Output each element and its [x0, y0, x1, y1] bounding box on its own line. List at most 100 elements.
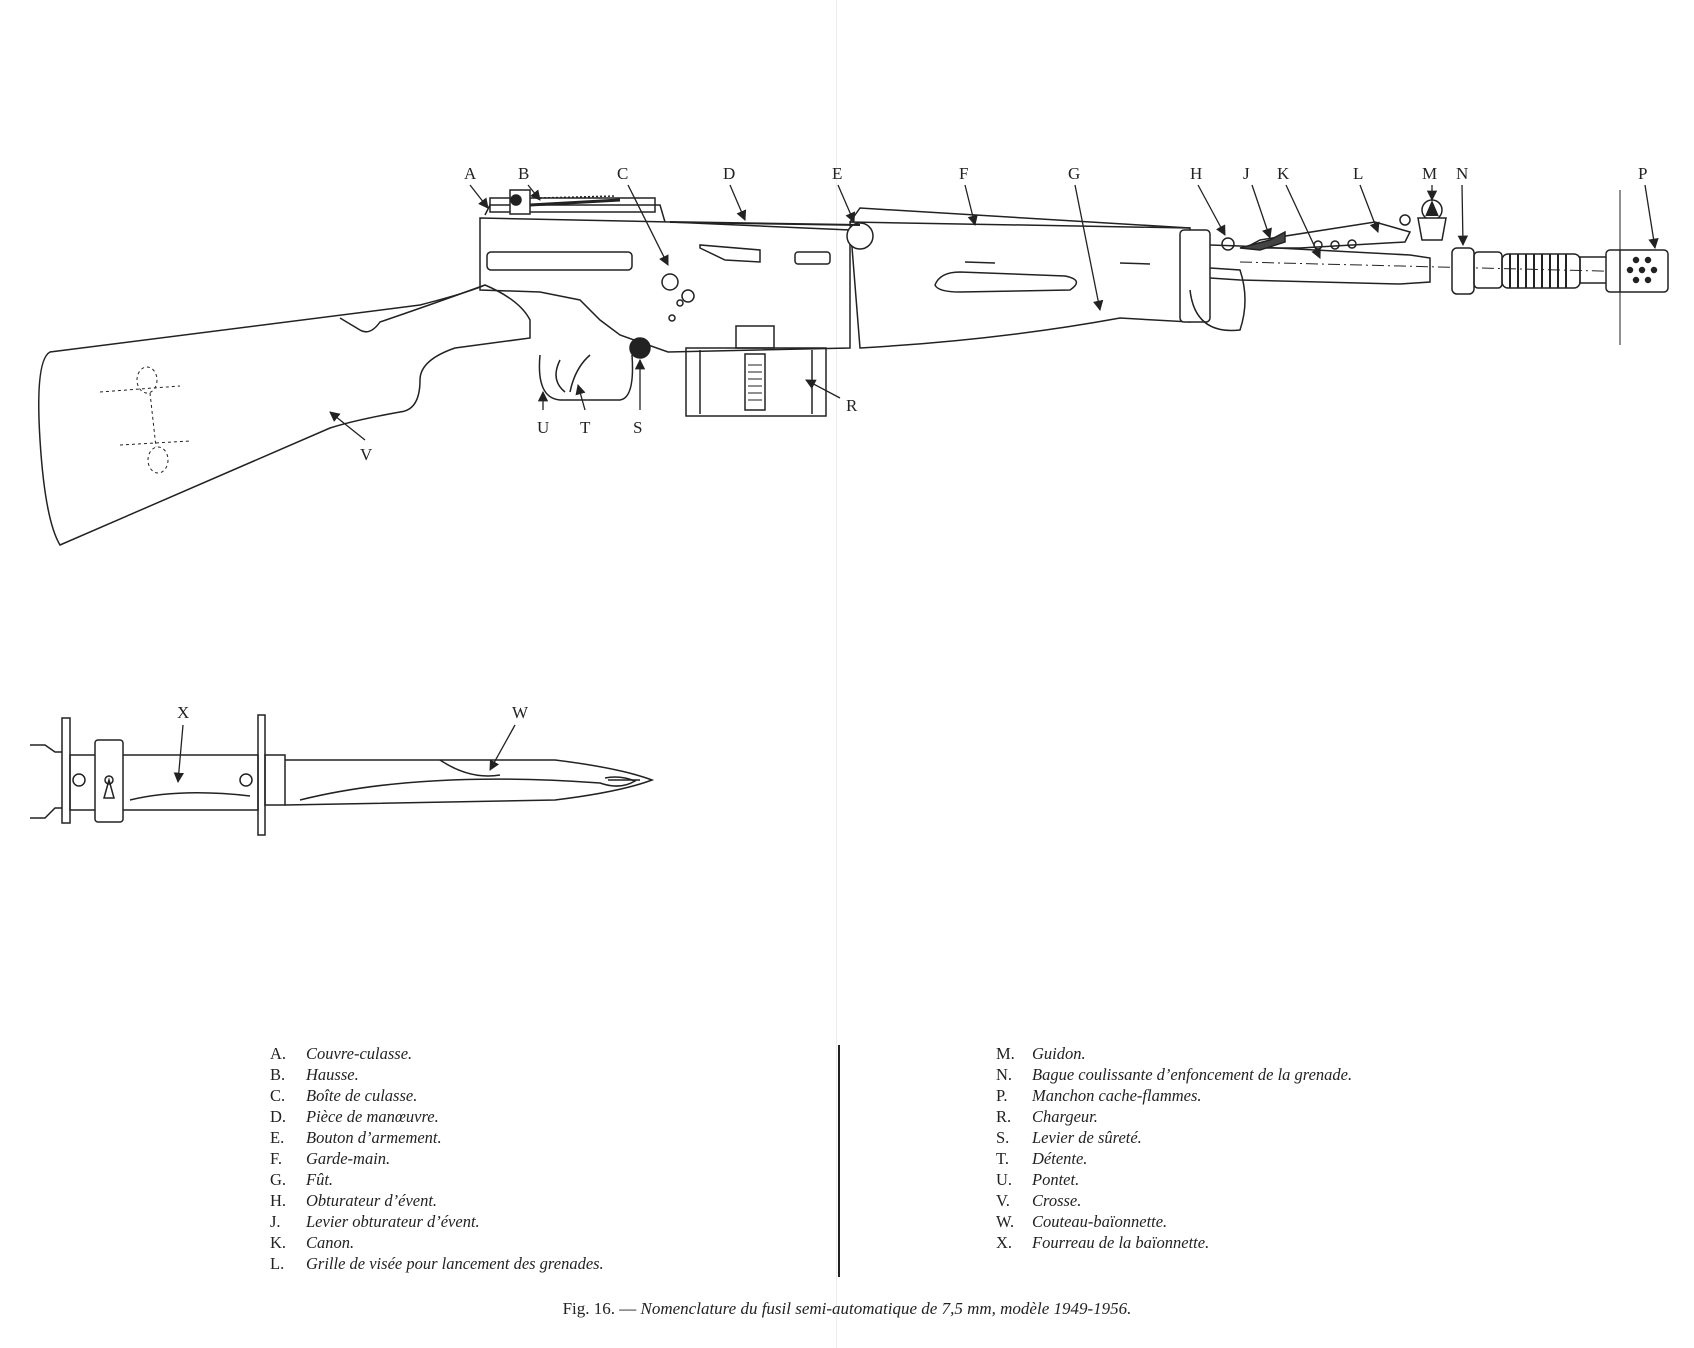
legend-item-M: M.Guidon. — [996, 1043, 1556, 1064]
legend-text: Pontet. — [1032, 1170, 1080, 1189]
legend-key: V. — [996, 1191, 1010, 1210]
legend-item-K: K. Canon. — [270, 1232, 790, 1253]
legend-text: Crosse. — [1032, 1191, 1082, 1210]
label-X: X — [177, 703, 189, 722]
legend-text: Boîte de culasse. — [306, 1086, 418, 1105]
fore-end-mark-2 — [1119, 262, 1151, 265]
legend-text: Détente. — [1032, 1149, 1088, 1168]
handguard — [849, 221, 1191, 349]
front-sight — [1417, 199, 1447, 241]
receiver-hole-1 — [661, 273, 679, 291]
legend-text: Couvre-culasse. — [306, 1044, 413, 1063]
stock — [38, 284, 531, 546]
fore-end-mark-1 — [964, 261, 996, 264]
legend-item-L: L. Grille de visée pour lancement des gre… — [270, 1253, 790, 1274]
scabbard-screw-2 — [239, 773, 253, 787]
receiver-hole-4 — [676, 299, 684, 307]
legend-text: Manchon cache-flammes. — [1032, 1086, 1202, 1105]
grenade-sight-pivot — [1399, 214, 1411, 226]
legend-item-R: R.Chargeur. — [996, 1106, 1556, 1127]
receiver-window — [486, 251, 633, 271]
label-T: T — [580, 418, 591, 437]
legend-item-G: G. Fût. — [270, 1169, 790, 1190]
label-E: E — [832, 164, 842, 183]
grenade-sight-hole-2 — [1330, 240, 1340, 250]
legend-key: L. — [270, 1254, 285, 1273]
legend-item-U: U. Pontet. — [996, 1169, 1556, 1190]
legend-text: Obturateur d’évent. — [306, 1191, 438, 1210]
blade-bevel — [439, 759, 501, 777]
label-P: P — [1638, 164, 1647, 183]
legend-text: Levier de sûreté. — [1032, 1128, 1142, 1147]
scabbard-keyhole — [103, 777, 115, 799]
legend-key: A. — [270, 1044, 287, 1063]
label-L: L — [1353, 164, 1363, 183]
scabbard-front-plate — [61, 717, 71, 824]
legend-text: Grille de visée pour lancement des grena… — [306, 1254, 604, 1273]
legend-key: K. — [270, 1233, 287, 1252]
legend-left: A.Couvre-culasse. B.Hausse. C.Boîte de c… — [270, 1043, 790, 1274]
legend-item-P: P. Manchon cache-flammes. — [996, 1085, 1556, 1106]
legend-key: E. — [270, 1128, 285, 1147]
legend-text: Bouton d’armement. — [306, 1128, 442, 1147]
legend-text: Chargeur. — [1032, 1107, 1098, 1126]
caption-title: Nomenclature du fusil semi-automatique d… — [640, 1299, 1132, 1318]
label-J: J — [1243, 164, 1250, 183]
launcher-rings — [1501, 253, 1581, 289]
label-C: C — [617, 164, 628, 183]
legend-key: X. — [996, 1233, 1013, 1252]
scabbard-curve — [129, 792, 251, 801]
legend-key: B. — [270, 1065, 286, 1084]
legend-item-H: H.Obturateur d’évent. — [270, 1190, 790, 1211]
legend-item-S: S. Levier de sûreté. — [996, 1127, 1556, 1148]
legend-text: Couteau-baïonnette. — [1032, 1212, 1168, 1231]
legend-text: Levier obturateur d’évent. — [306, 1212, 480, 1231]
bayonet-fuller — [299, 776, 637, 801]
legend-text: Pièce de manœuvre. — [306, 1107, 439, 1126]
page-fold — [836, 0, 837, 1348]
legend-text: Fût. — [306, 1170, 334, 1189]
magazine — [685, 325, 827, 417]
label-M: M — [1422, 164, 1437, 183]
legend-item-V: V. Crosse. — [996, 1190, 1556, 1211]
sling-swivel — [99, 366, 191, 474]
legend-key: J. — [270, 1212, 281, 1231]
legend-text: Guidon. — [1032, 1044, 1086, 1063]
caption-prefix: Fig. 16. — — [562, 1299, 637, 1318]
legend-item-A: A. Couvre-culasse. — [270, 1043, 790, 1064]
legend-item-C: C. Boîte de culasse. — [270, 1085, 790, 1106]
figure-caption: Fig. 16. — Nomenclature du fusil semi-au… — [0, 1299, 1694, 1319]
legend-item-E: E. Bouton d’armement. — [270, 1127, 790, 1148]
operating-rod — [669, 221, 861, 226]
label-H: H — [1190, 164, 1202, 183]
legend-item-X: X. Fourreau de la baïonnette. — [996, 1232, 1556, 1253]
bayonet-guard — [257, 714, 266, 836]
receiver-top — [484, 204, 666, 223]
legend-right: M.Guidon. N.Bague coulissante d’enfoncem… — [996, 1043, 1556, 1253]
legend-divider — [838, 1045, 840, 1277]
barrel-center — [1239, 261, 1641, 273]
legend-key: P. — [996, 1086, 1008, 1105]
label-K: K — [1277, 164, 1290, 183]
fore-end-slot — [934, 271, 1078, 293]
label-B: B — [518, 164, 529, 183]
trigger — [569, 354, 591, 393]
charging-slot — [699, 244, 761, 263]
legend-key: N. — [996, 1065, 1013, 1084]
gas-valve-lever — [1239, 230, 1286, 251]
legend-key: U. — [996, 1170, 1013, 1189]
label-D: D — [723, 164, 735, 183]
cocking-knob — [846, 222, 874, 250]
legend-text: Canon. — [306, 1233, 355, 1252]
legend-key: G. — [270, 1170, 287, 1189]
legend-text: Fourreau de la baïonnette. — [1032, 1233, 1210, 1252]
legend-key: C. — [270, 1086, 286, 1105]
label-A: A — [464, 164, 477, 183]
leader-lines — [173, 184, 1659, 784]
barrel-tip — [1579, 256, 1609, 284]
legend-key: S. — [996, 1128, 1010, 1147]
bolt-cover — [489, 197, 656, 213]
part-labels: A B C D E F G H J K L M N P R U T S V X … — [177, 164, 1647, 722]
